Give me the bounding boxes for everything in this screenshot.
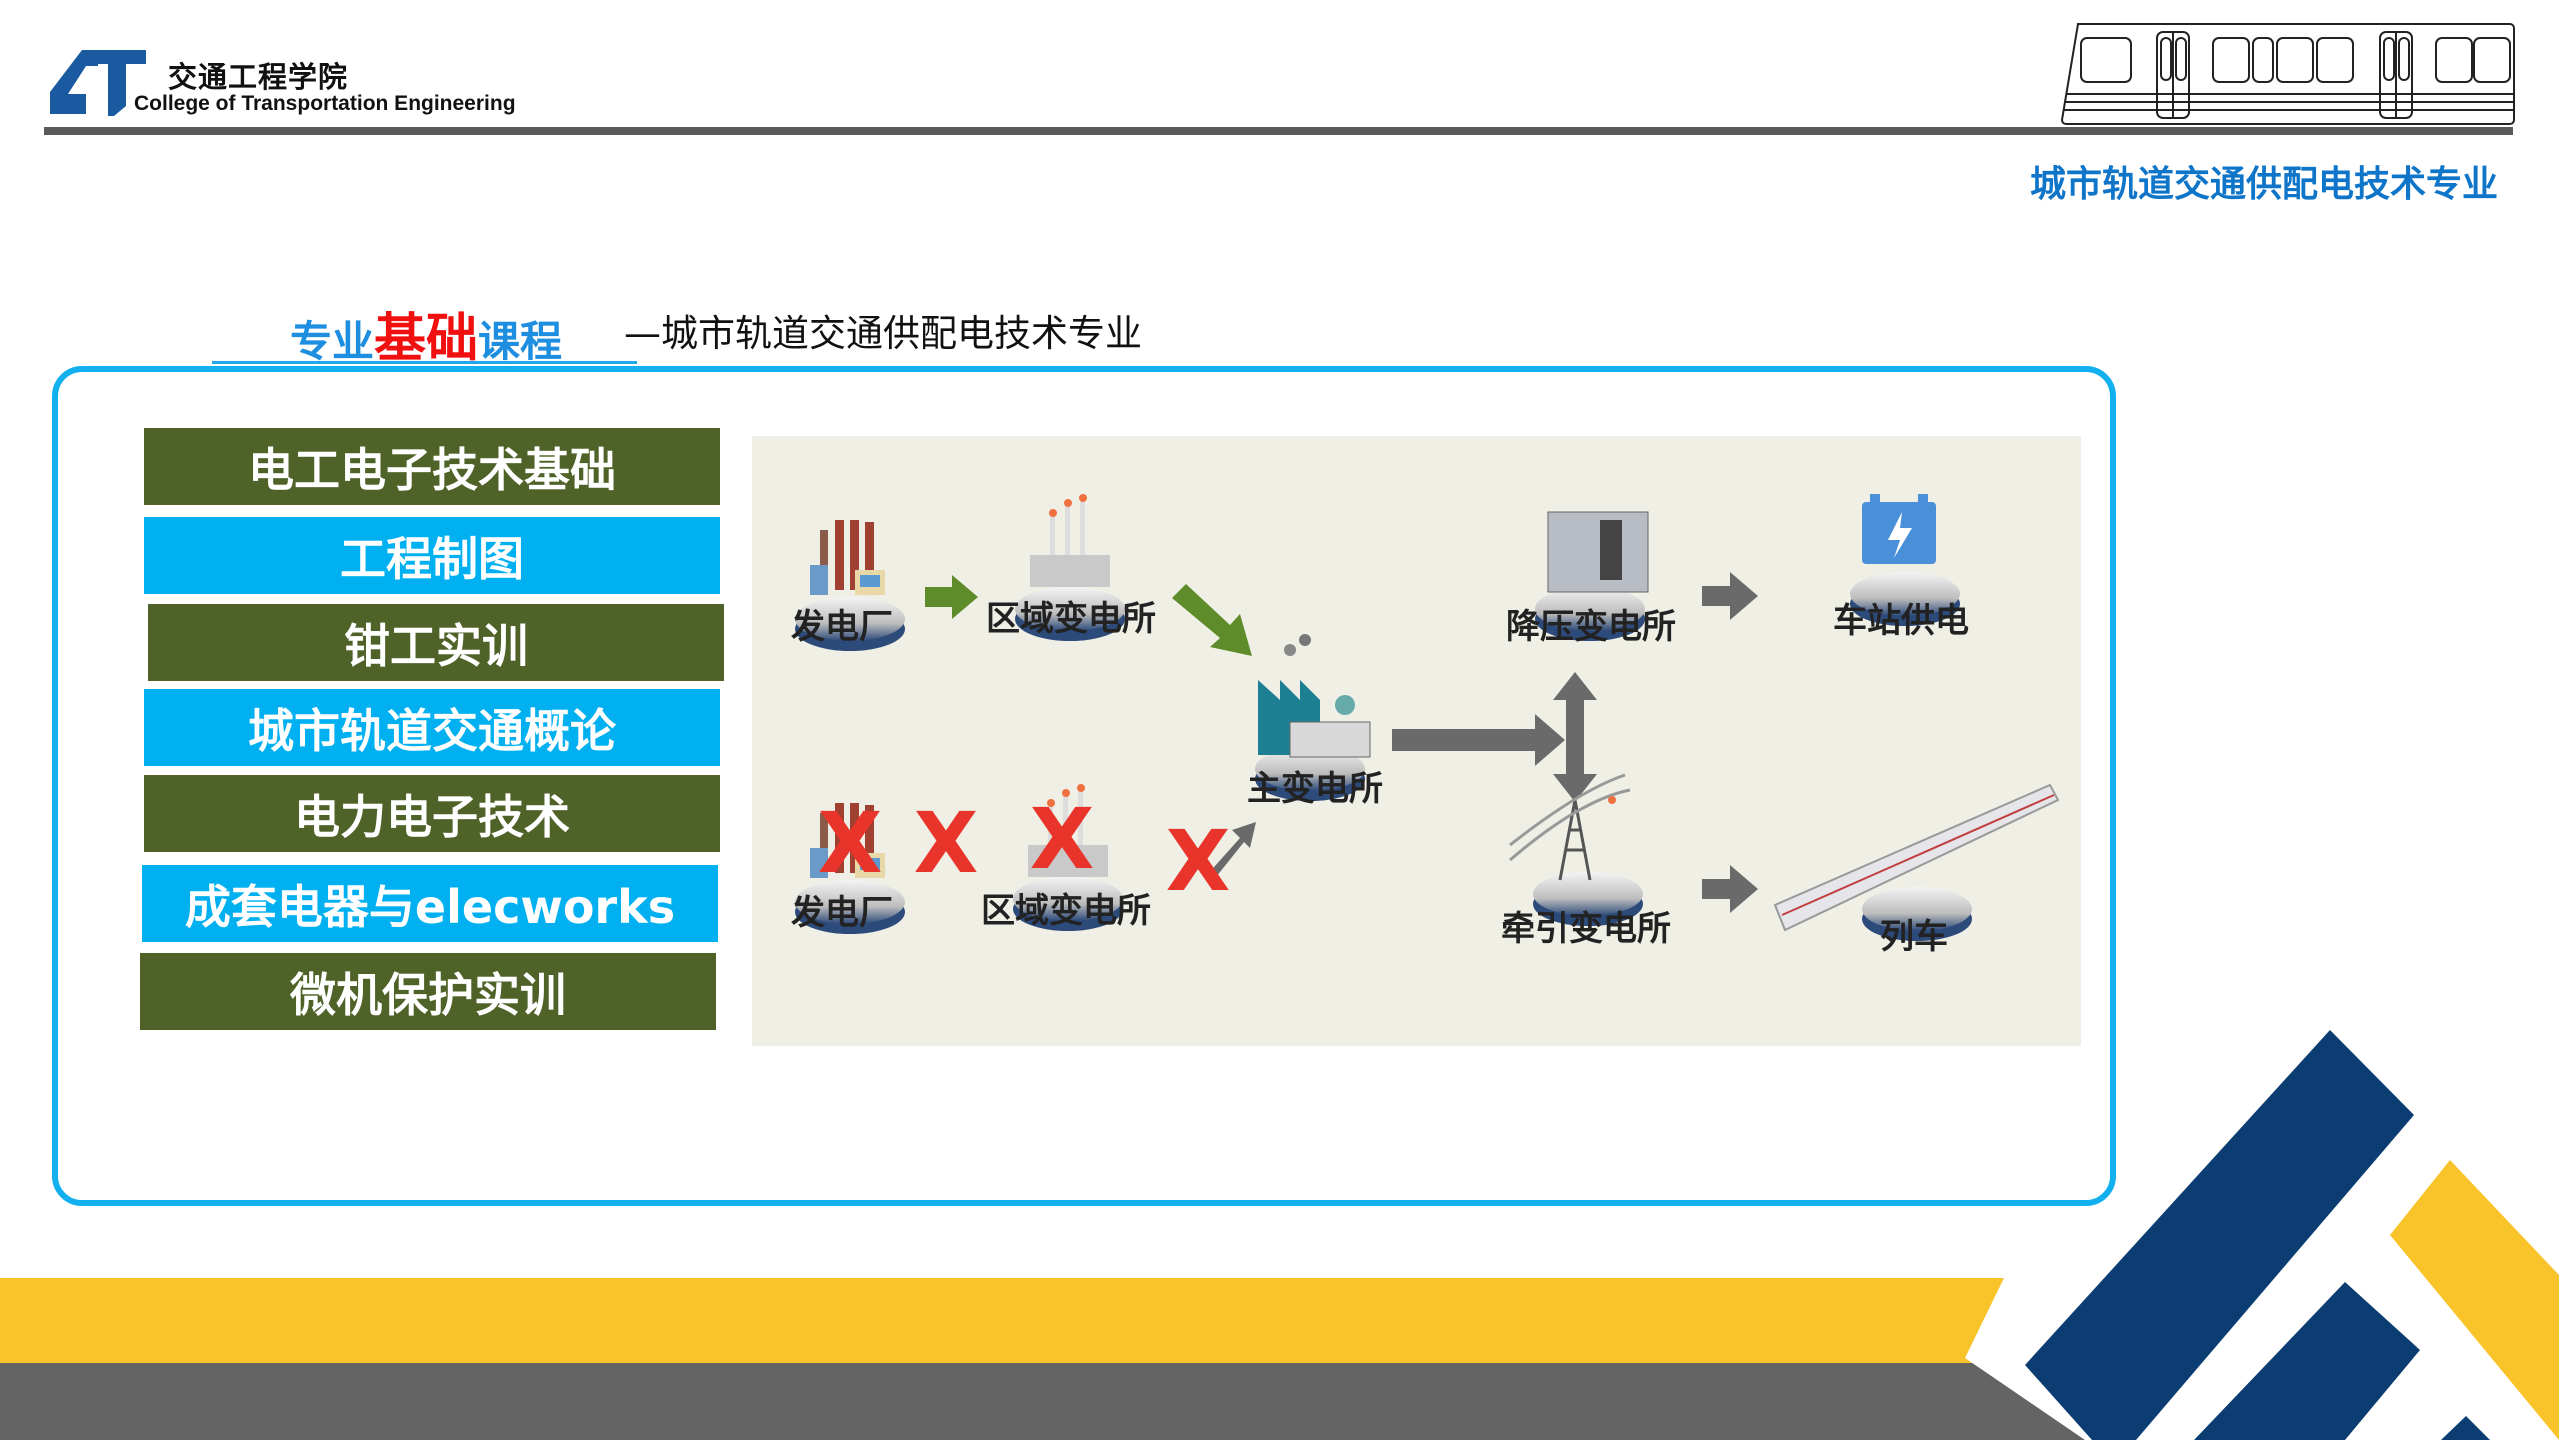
section-title: 专业基础课程 [290,296,562,371]
regional-substation-node: 区域变电所 [986,494,1156,641]
arrow-right-icon [1392,714,1565,766]
train-label: 列车 [1880,917,1948,957]
power-plant-label: 发电厂 [791,607,893,647]
battery-icon [1862,494,1936,564]
section-title-part: 课程 [478,317,563,366]
power-plant-node: 发电厂 [791,520,905,651]
switchgear-icon [1547,511,1649,593]
transmission-tower-icon [1509,773,1631,881]
arrow-right-icon [1702,572,1758,620]
course-item: 城市轨道交通概论 [144,689,720,766]
double-arrow-icon [1553,672,1597,802]
station-supply-label: 车站供电 [1833,601,1969,641]
course-item: 微机保护实训 [140,953,716,1030]
course-item: 电工电子技术基础 [144,428,720,505]
power-plant-node-blocked: 发电厂 [791,803,905,934]
train-node: 列车 [1773,783,2060,957]
blocked-x-icon: X [1166,812,1231,910]
arrow-diagonal-icon [1172,584,1252,656]
college-name-en: College of Transportation Engineering [134,92,516,115]
train-icon [1773,783,2060,932]
arrow-right-icon [925,575,978,619]
regional-substation-node-blocked: 区域变电所 [981,784,1151,931]
main-substation-icon [1258,634,1371,758]
main-substation-label: 主变电所 [1247,769,1383,809]
metro-train-icon [2060,23,2515,125]
step-down-substation-node: 降压变电所 [1506,511,1676,647]
header-divider [44,127,2513,135]
main-substation-node: 主变电所 [1247,634,1383,809]
traction-substation-node: 牵引变电所 [1501,773,1671,949]
arrow-right-icon [1702,865,1758,913]
arrow-diagonal-icon [1206,822,1256,882]
step-down-substation-label: 降压变电所 [1506,607,1676,647]
regional-substation-label: 区域变电所 [986,599,1156,639]
college-logo-icon [50,50,146,116]
regional-substation-label: 区域变电所 [981,891,1151,931]
course-item: 工程制图 [144,517,720,594]
traction-substation-label: 牵引变电所 [1501,909,1671,949]
blocked-x-icon: X [914,794,979,892]
section-title-highlight: 基础 [374,309,479,369]
power-plant-label: 发电厂 [791,893,893,933]
course-item: 钳工实训 [148,604,724,681]
college-name-cn: 交通工程学院 [168,60,349,94]
section-title-part: 专业 [290,317,375,366]
section-subtitle: —城市轨道交通供配电技术专业 [624,312,1142,355]
course-item: 成套电器与elecworks [142,865,718,942]
content-panel [52,366,2116,1206]
blocked-x-icon: X [1030,790,1095,888]
blocked-x-icon: X [818,794,883,892]
course-item: 电力电子技术 [144,775,720,852]
station-supply-node: 车站供电 [1833,494,1969,641]
major-subtitle: 城市轨道交通供配电技术专业 [2030,164,2499,205]
title-underline [212,361,637,364]
